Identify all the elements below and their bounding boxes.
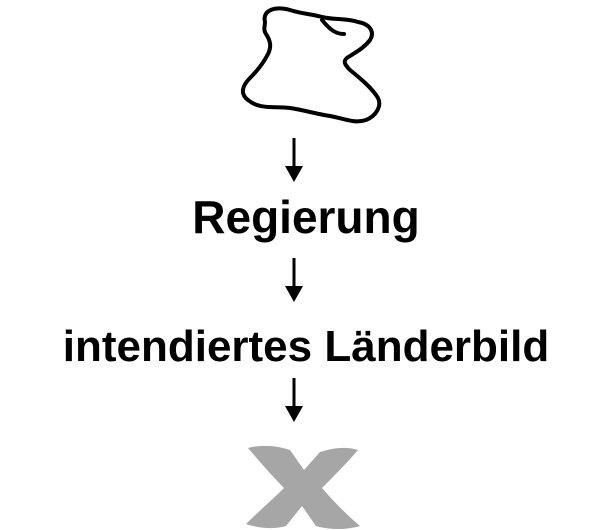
arrow-down-1 (285, 138, 303, 182)
node-government: Regierung (192, 191, 420, 243)
node-intended-country-image: intendiertes Länderbild (62, 322, 550, 371)
arrow-down-3 (285, 378, 303, 422)
country-outline-shape (241, 6, 382, 124)
arrow-down-2 (285, 258, 303, 302)
x-mark-icon (246, 445, 360, 529)
